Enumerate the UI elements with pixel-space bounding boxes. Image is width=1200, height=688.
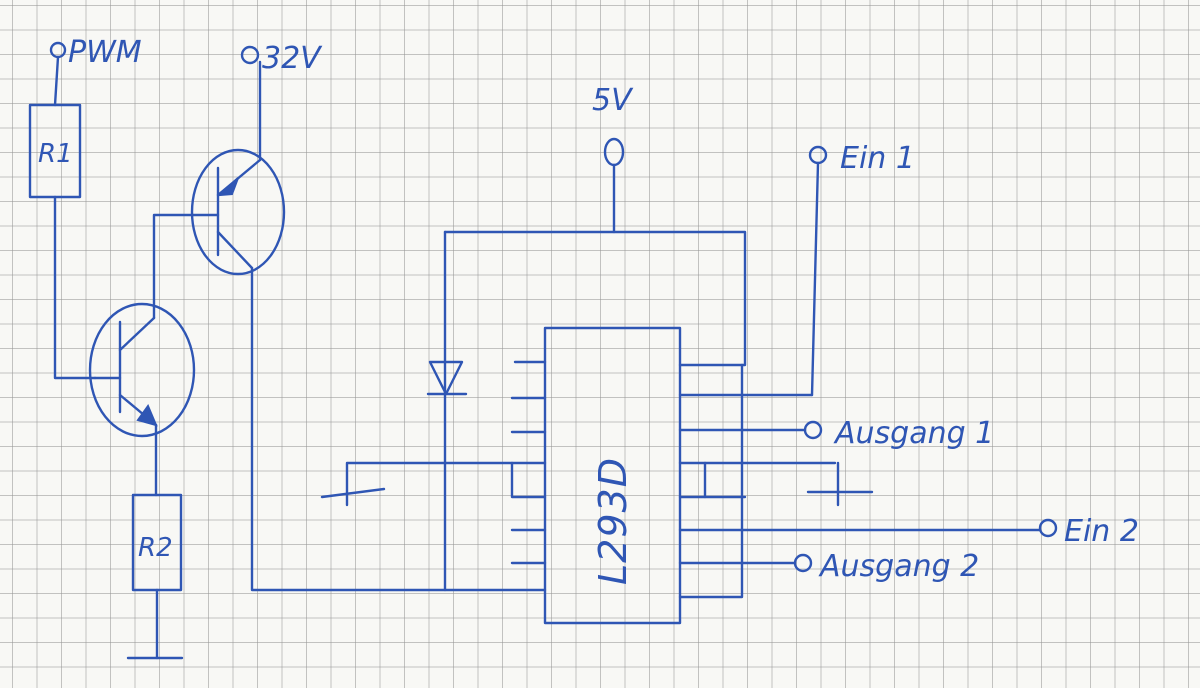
transistor-q2: [88, 302, 196, 438]
v32-terminal: [240, 45, 260, 65]
ein2-terminal: [1038, 518, 1058, 538]
ic-pin-4-5: [510, 461, 547, 499]
pwm-terminal: [49, 41, 67, 59]
r1-to-base-wire: [53, 195, 97, 380]
v5-label: 5V: [592, 83, 634, 118]
ausgang1-terminal: [803, 420, 823, 440]
diode-triangle: [428, 360, 464, 396]
q1-emitter-arrow-icon: [217, 177, 239, 197]
q2-collector: [118, 316, 156, 352]
ein2-label: Ein 2: [1064, 514, 1139, 549]
left-ground-symbol-icon: [320, 487, 386, 499]
ausgang1-label: Ausgang 1: [833, 416, 994, 451]
pwm-wire: [53, 55, 60, 107]
ic-pin-9-wire: [678, 363, 744, 599]
r2-label: R2: [138, 533, 173, 563]
q2-collector-to-q1-base-wire: [152, 213, 220, 320]
ein1-wire: [810, 161, 820, 397]
ic-l293d: [543, 326, 682, 625]
ein1-terminal: [808, 145, 828, 165]
r1-label: R1: [38, 139, 73, 169]
v32-label: 32V: [262, 41, 323, 76]
pwm-label: PWM: [68, 35, 142, 70]
v5-terminal: [603, 137, 625, 167]
q2-emitter-arrow-icon: [136, 403, 158, 427]
ausgang2-label: Ausgang 2: [818, 549, 979, 584]
ausgang2-terminal: [793, 553, 813, 573]
transistor-q1: [190, 148, 286, 276]
ein1-label: Ein 1: [840, 141, 915, 176]
q1-collector-bus-wire: [250, 266, 547, 592]
ic-label: L293D: [591, 457, 635, 585]
q1-collector: [216, 230, 254, 270]
left-ground-wire: [345, 461, 547, 507]
v5-bus-wire: [443, 230, 747, 367]
